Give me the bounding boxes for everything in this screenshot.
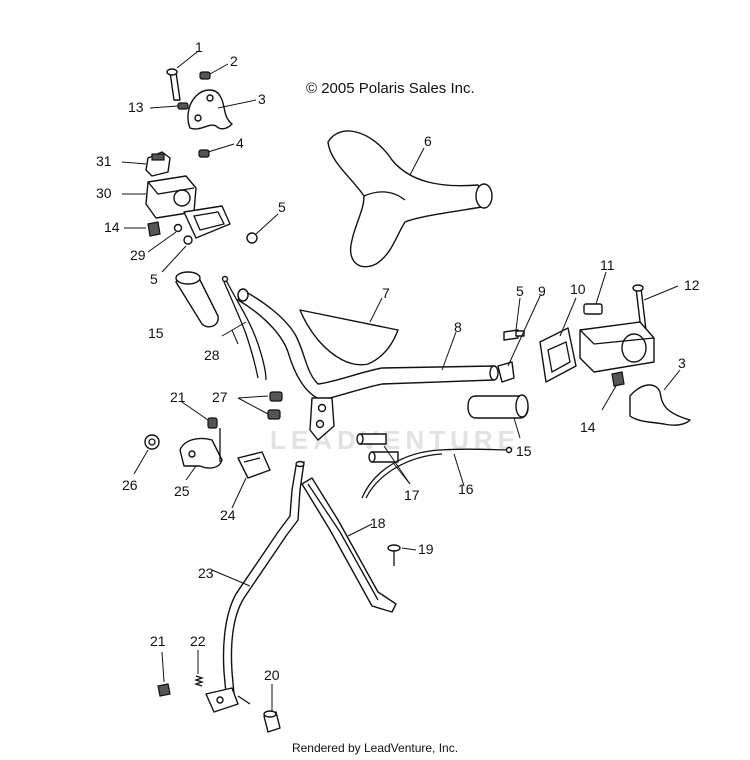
bracket-5-left[interactable] <box>183 205 231 239</box>
callout-25: 25 <box>174 483 190 499</box>
rod-23[interactable] <box>222 460 305 695</box>
callout-3: 3 <box>258 91 266 107</box>
pivot-bracket[interactable] <box>205 687 251 713</box>
callout-2: 2 <box>230 53 238 69</box>
nut-27a[interactable] <box>269 391 283 402</box>
lever-3-left[interactable] <box>187 89 233 130</box>
callout-3: 3 <box>678 355 686 371</box>
right-grip[interactable] <box>467 394 529 419</box>
throttle-cable[interactable] <box>223 279 267 381</box>
nut-4[interactable] <box>198 149 210 158</box>
button-11[interactable] <box>583 303 603 315</box>
callout-26: 26 <box>122 477 138 493</box>
callout-4: 4 <box>236 135 244 151</box>
callout-21: 21 <box>150 633 166 649</box>
nut-14-right[interactable] <box>611 371 625 387</box>
callouts: 1 2 3 13 4 31 30 14 29 5 5 6 11 12 5 9 1… <box>96 39 700 683</box>
callout-16: 16 <box>458 481 474 497</box>
callout-18: 18 <box>370 515 386 531</box>
screw-5-rh[interactable] <box>503 329 525 341</box>
callout-12: 12 <box>684 277 700 293</box>
crossbar-shield[interactable] <box>299 309 399 366</box>
bushing-17b[interactable] <box>368 451 399 463</box>
nut-14-left[interactable] <box>147 221 161 237</box>
bolt-1[interactable] <box>166 68 181 101</box>
bushing-20[interactable] <box>263 710 281 733</box>
bracket-10[interactable] <box>539 327 577 383</box>
handlebar-pad[interactable] <box>327 130 493 268</box>
callout-14: 14 <box>580 419 596 435</box>
switch-housing-30[interactable] <box>145 175 197 219</box>
lever-3-right[interactable] <box>629 384 691 426</box>
callout-5: 5 <box>516 283 524 299</box>
callout-28: 28 <box>204 347 220 363</box>
screw-5-right[interactable] <box>246 232 258 244</box>
nut-21-lower[interactable] <box>157 683 171 697</box>
callout-9: 9 <box>538 283 546 299</box>
switch-button-31[interactable] <box>145 151 171 177</box>
callout-17: 17 <box>404 487 420 503</box>
callout-20: 20 <box>264 667 280 683</box>
callout-22: 22 <box>190 633 206 649</box>
left-grip[interactable] <box>175 271 219 328</box>
callout-21: 21 <box>170 389 186 405</box>
bracket-24[interactable] <box>237 451 271 479</box>
callout-11: 11 <box>600 257 615 273</box>
callout-15: 15 <box>516 443 532 459</box>
cable-end-16 <box>505 446 513 454</box>
brake-cable-16[interactable] <box>361 448 509 499</box>
screw-5-lower[interactable] <box>183 235 193 245</box>
callout-5: 5 <box>150 271 158 287</box>
callout-1: 1 <box>195 39 203 55</box>
copyright-text: © 2005 Polaris Sales Inc. <box>306 80 475 97</box>
nut-27b[interactable] <box>267 409 281 420</box>
cable-end <box>221 275 229 283</box>
throttle-housing-rh[interactable] <box>579 321 655 373</box>
bracket-25[interactable] <box>179 428 223 469</box>
screw-19[interactable] <box>387 544 401 566</box>
bushing-9[interactable] <box>497 361 515 383</box>
callout-29: 29 <box>130 247 146 263</box>
callout-15: 15 <box>148 325 164 341</box>
callout-5: 5 <box>278 199 286 215</box>
callout-7: 7 <box>382 285 390 301</box>
leader-lines <box>121 51 681 712</box>
washer-13[interactable] <box>177 102 189 110</box>
callout-23: 23 <box>198 565 214 581</box>
footer-credit: Rendered by LeadVenture, Inc. <box>291 741 459 755</box>
screw-29[interactable] <box>173 223 183 233</box>
callout-6: 6 <box>424 133 432 149</box>
arm-18[interactable] <box>301 477 397 613</box>
callout-14: 14 <box>104 219 120 235</box>
callout-31: 31 <box>96 153 112 169</box>
spring-22[interactable] <box>193 675 205 687</box>
nut-21-upper[interactable] <box>207 417 218 429</box>
clamp-26[interactable] <box>144 434 160 450</box>
callout-13: 13 <box>128 99 144 115</box>
bushing-17a[interactable] <box>356 433 387 445</box>
handlebar[interactable] <box>237 288 499 441</box>
callout-19: 19 <box>418 541 434 557</box>
callout-27: 27 <box>212 389 228 405</box>
callout-10: 10 <box>570 281 586 297</box>
nut-2[interactable] <box>199 71 211 80</box>
callout-30: 30 <box>96 185 112 201</box>
callout-24: 24 <box>220 507 236 523</box>
callout-8: 8 <box>454 319 462 335</box>
